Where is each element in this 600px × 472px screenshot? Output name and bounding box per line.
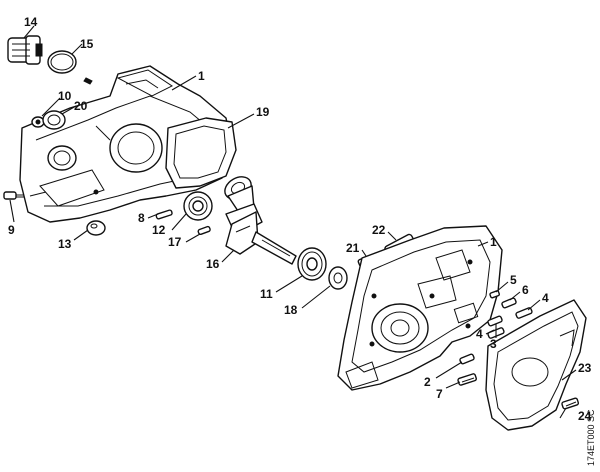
callout-21: 21 (346, 241, 360, 255)
callout-14: 14 (24, 15, 38, 29)
part-16-crankshaft (224, 176, 297, 265)
callout-1-right: 1 (490, 235, 497, 249)
callout-19: 19 (256, 105, 270, 119)
callout-20: 20 (74, 99, 88, 113)
part-8-pin (155, 209, 173, 220)
callout-24: 24 (578, 409, 592, 423)
part-10-plug (31, 116, 45, 128)
callout-12: 12 (152, 223, 166, 237)
callout-15: 15 (80, 37, 94, 51)
callout-5: 5 (510, 273, 517, 287)
callout-4-right: 4 (542, 291, 549, 305)
callout-7: 7 (436, 387, 443, 401)
part-20-seal (42, 110, 66, 130)
part-3-screw (487, 315, 503, 327)
leader-lines (9, 25, 577, 419)
drawing-code: 174ET000 SC (586, 409, 596, 466)
part-17-pin (197, 225, 211, 236)
callout-10: 10 (58, 89, 72, 103)
part-23-cover (485, 299, 587, 431)
part-18-washer (328, 266, 348, 290)
part-14-sleeve (7, 35, 43, 65)
callout-16: 16 (206, 257, 220, 271)
callout-22: 22 (372, 223, 386, 237)
callout-1-left: 1 (198, 69, 205, 83)
part-12-bearing (183, 191, 213, 221)
callout-2: 2 (424, 375, 431, 389)
callout-4-left: 4 (476, 327, 483, 341)
callout-11: 11 (260, 287, 273, 301)
part-5-pin (489, 290, 501, 299)
part-1-crankcase-right (337, 225, 503, 391)
callout-23: 23 (578, 361, 592, 375)
callout-18: 18 (284, 303, 298, 317)
part-9-screw (3, 191, 24, 200)
callout-8: 8 (138, 211, 145, 225)
callout-6: 6 (522, 283, 529, 297)
callout-9: 9 (8, 223, 15, 237)
callout-17: 17 (168, 235, 182, 249)
part-4-screw-right (515, 307, 533, 319)
part-19-gasket (165, 117, 237, 189)
callout-13: 13 (58, 237, 72, 251)
part-15-o-ring (47, 50, 93, 85)
part-11-bearing (297, 247, 327, 281)
callout-labels: 14 15 1 10 20 19 9 13 8 12 17 16 22 21 1… (8, 15, 592, 423)
part-24-screw (561, 397, 580, 410)
part-6-screw (501, 297, 517, 309)
part-2-pin (459, 353, 475, 365)
callout-3: 3 (490, 337, 497, 351)
part-7-screw (457, 373, 477, 386)
part-13-dowel (86, 220, 106, 236)
